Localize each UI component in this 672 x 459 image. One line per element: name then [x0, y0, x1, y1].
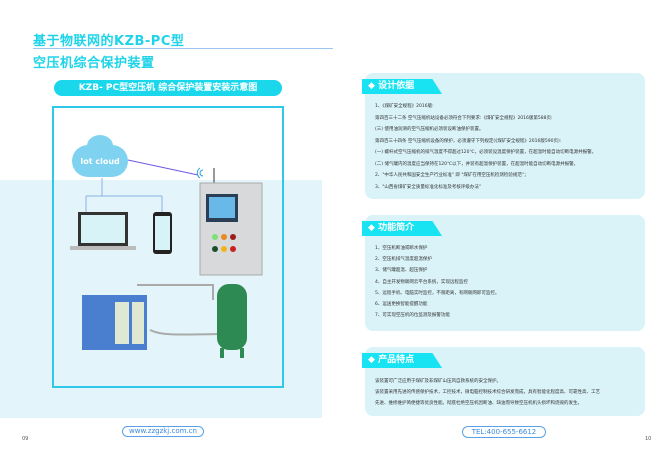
page-number-right: 10 [645, 436, 652, 442]
diagram-title: KZB- PC型空压机 综合保护装置安装示意图 [54, 80, 282, 96]
telephone-badge: TEL:400-655-6612 [462, 426, 546, 438]
iot-cloud-icon: Iot cloud [72, 135, 128, 177]
page-number-left: 09 [22, 436, 29, 442]
wifi-icon [196, 167, 204, 179]
page-title-line1: 基于物联网的KZB-PC型 [33, 34, 185, 49]
section-body: 该装置可广泛应用于煤矿及非煤矿山压风自救系统的安全保护。该装置采用先进的传感保护… [375, 379, 600, 407]
section-body: 1、《煤矿安全规程》2016版:第四百三十二条 空气压缩机站设备必须符合下列要求… [375, 104, 597, 190]
air-tank [217, 284, 247, 350]
diagram-connections [70, 159, 263, 358]
installation-diagram [52, 106, 284, 388]
section-heading: ◆ 产品特点 [362, 353, 442, 368]
section-design-basis: ◆ 设计依据 1、《煤矿安全规程》2016版:第四百三十二条 空气压缩机站设备必… [362, 73, 645, 199]
title-divider [33, 48, 333, 49]
page-title-line2: 空压机综合保护装置 [33, 56, 155, 71]
section-features: ◆ 产品特点 该装置可广泛应用于煤矿及非煤矿山压风自救系统的安全保护。该装置采用… [362, 347, 645, 416]
section-heading: ◆ 功能简介 [362, 221, 442, 236]
cloud-label: Iot cloud [80, 157, 120, 166]
website-link[interactable]: www.zzgzkj.com.cn [122, 426, 204, 437]
section-heading: ◆ 设计依据 [362, 79, 442, 94]
